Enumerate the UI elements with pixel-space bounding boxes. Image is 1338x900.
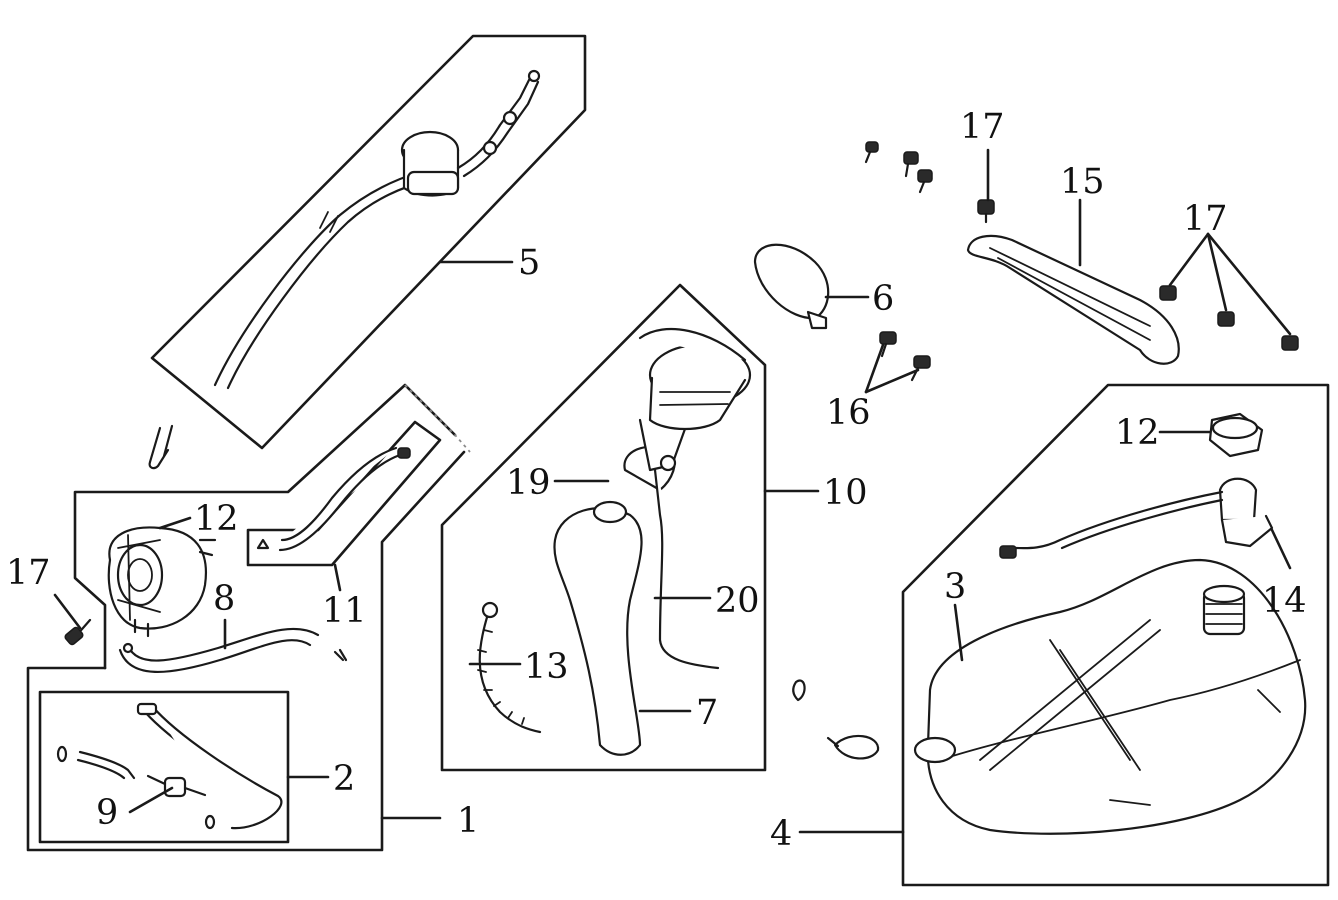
callout-17-left: 17 (6, 553, 51, 593)
part-17-bolt-left (64, 618, 92, 646)
part-12-nut (1208, 412, 1264, 458)
part-8-hose (118, 627, 348, 673)
part-2-hose-filter (56, 702, 283, 830)
callout-14: 14 (1262, 581, 1307, 621)
callout-17-top: 17 (960, 107, 1005, 147)
callout-2: 2 (333, 759, 355, 799)
callout-10: 10 (823, 473, 868, 513)
part-15-bracket (966, 234, 1180, 365)
group-box-4 (901, 383, 1330, 887)
group-box-1-outer (26, 383, 471, 852)
callout-3: 3 (944, 567, 966, 607)
part-loose-clips (792, 679, 880, 760)
group-box-5 (150, 34, 587, 450)
part-10-filler-neck (553, 327, 752, 756)
callout-8: 8 (213, 579, 235, 619)
callout-17-right: 17 (1183, 199, 1228, 239)
part-loose-bolts-top (864, 141, 933, 194)
part-11-hose (256, 446, 411, 552)
callout-labels: 1 2 3 4 5 6 7 8 9 10 11 12 12 13 14 15 1… (6, 107, 1307, 854)
callout-12-nut: 12 (1115, 413, 1160, 453)
part-5-cable-assembly (213, 69, 541, 390)
group-box-2 (38, 690, 290, 844)
callout-16: 16 (826, 393, 871, 433)
part-13-drain-hose (477, 601, 542, 734)
leader-lines (53, 148, 1292, 834)
callout-12-pump: 12 (194, 499, 239, 539)
callout-13: 13 (524, 647, 569, 687)
part-17-bolts-right (977, 199, 1299, 351)
part-3-fuel-tank (913, 558, 1307, 835)
callout-1: 1 (457, 801, 479, 841)
part-14-fuel-sender (999, 477, 1274, 559)
callout-5: 5 (518, 243, 540, 283)
part-12-fuel-pump (107, 526, 217, 638)
group-box-11 (246, 420, 442, 567)
part-6-fuel-cap (753, 243, 830, 330)
callout-19: 19 (506, 463, 551, 503)
callout-20: 20 (715, 581, 760, 621)
callout-15: 15 (1060, 162, 1105, 202)
callout-7: 7 (696, 693, 718, 733)
part-hook-clip (148, 424, 174, 470)
callout-11: 11 (322, 591, 367, 631)
callout-6: 6 (872, 279, 894, 319)
callout-4: 4 (770, 814, 792, 854)
part-16-bolts (879, 331, 931, 382)
group-box-10 (440, 283, 767, 772)
callout-9: 9 (96, 793, 118, 833)
